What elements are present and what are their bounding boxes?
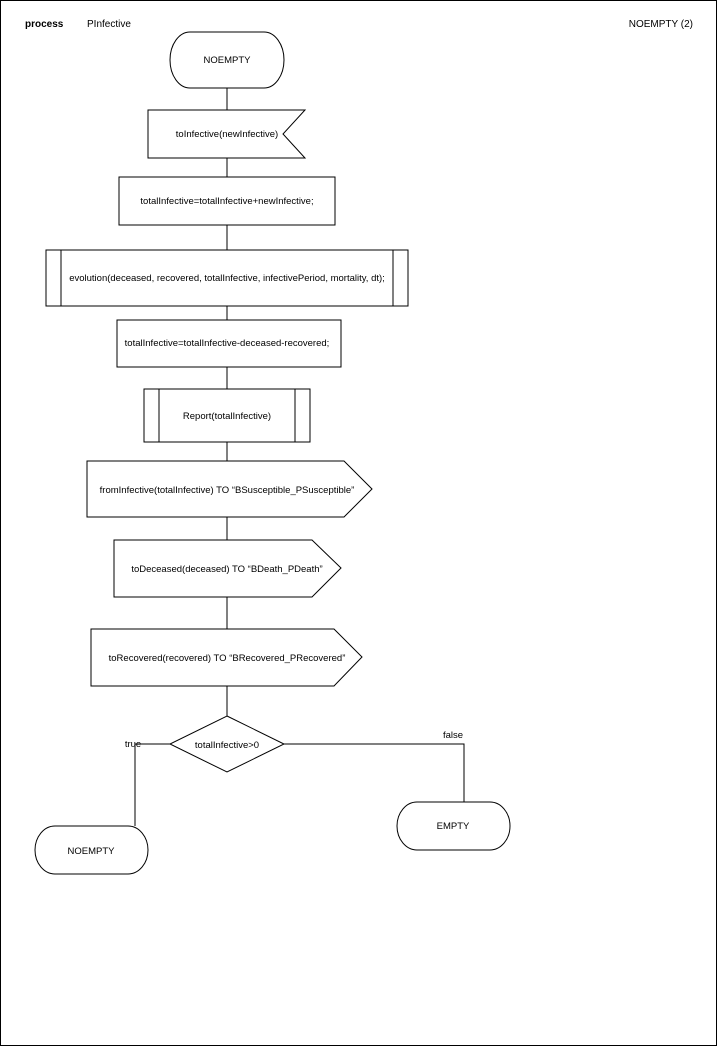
next-state-noempty[interactable]: NOEMPTY	[34, 825, 149, 875]
branch-false-line	[284, 743, 465, 802]
branch-true-line	[134, 743, 170, 826]
process-name: PInfective	[87, 19, 131, 30]
next-state-empty-label: EMPTY	[437, 821, 470, 832]
output-signal-from-infective[interactable]: fromInfective(totalInfective) TO “BSusce…	[86, 460, 373, 518]
start-state[interactable]: NOEMPTY	[169, 31, 285, 89]
start-state-label: NOEMPTY	[204, 55, 252, 66]
output-signal-to-recovered-label: toRecovered(recovered) TO “BRecovered_PR…	[109, 653, 346, 664]
decision-total-infective[interactable]: totalInfective>0	[168, 715, 286, 773]
procedure-report-label: Report(totalInfective)	[183, 411, 271, 422]
procedure-report[interactable]: Report(totalInfective)	[143, 388, 311, 443]
task-subtract-infective[interactable]: totalInfective=totalInfective-deceased-r…	[116, 319, 342, 368]
next-state-noempty-label: NOEMPTY	[68, 846, 116, 857]
branch-false-label: false	[443, 730, 463, 741]
input-signal[interactable]: toInfective(newInfective)	[147, 109, 307, 159]
process-keyword: process	[25, 19, 64, 30]
output-signal-to-deceased-label: toDeceased(deceased) TO “BDeath_PDeath”	[131, 564, 322, 575]
output-signal-to-deceased[interactable]: toDeceased(deceased) TO “BDeath_PDeath”	[113, 539, 342, 598]
page-reference: NOEMPTY (2)	[629, 19, 693, 30]
next-state-empty[interactable]: EMPTY	[396, 801, 511, 851]
branch-true-label: true	[125, 739, 141, 750]
input-signal-label: toInfective(newInfective)	[176, 129, 278, 140]
task-add-infective-label: totalInfective=totalInfective+newInfecti…	[140, 196, 313, 207]
procedure-evolution[interactable]: evolution(deceased, recovered, totalInfe…	[45, 249, 409, 307]
procedure-evolution-label: evolution(deceased, recovered, totalInfe…	[69, 273, 385, 284]
output-signal-to-recovered[interactable]: toRecovered(recovered) TO “BRecovered_PR…	[90, 628, 363, 687]
output-signal-from-infective-label: fromInfective(totalInfective) TO “BSusce…	[100, 485, 355, 496]
decision-label: totalInfective>0	[195, 740, 259, 751]
task-add-infective[interactable]: totalInfective=totalInfective+newInfecti…	[118, 176, 336, 226]
task-subtract-infective-label: totalInfective=totalInfective-deceased-r…	[125, 338, 330, 349]
